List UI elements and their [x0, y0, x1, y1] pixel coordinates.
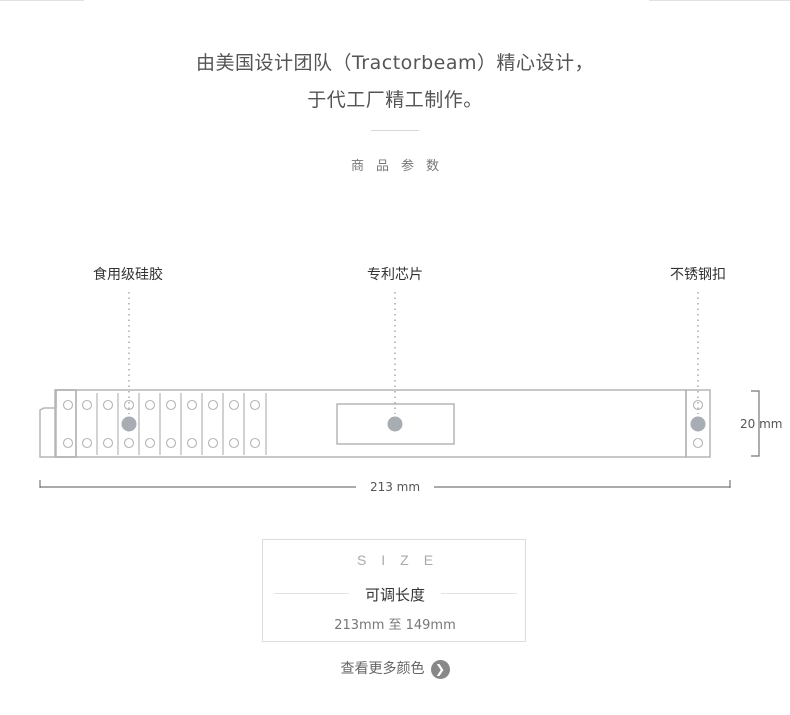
- section-divider: [371, 130, 419, 131]
- chevron-right-icon[interactable]: ❯: [430, 659, 450, 679]
- size-adjustable-label: 可调长度: [364, 586, 425, 604]
- adjustment-holes: [62, 399, 704, 449]
- marker-silicone: [121, 416, 137, 432]
- strap-keeper: [54, 389, 77, 458]
- strap-diagram: [39, 292, 760, 488]
- size-heading: SIZE: [356, 552, 449, 568]
- height-bracket: [751, 390, 760, 457]
- size-card: SIZE 可调长度 213mm 至 149mm: [262, 539, 526, 642]
- height-dimension-label: 20 mm: [740, 417, 783, 431]
- hole-segment-dividers: [96, 393, 267, 455]
- more-colors-label[interactable]: 查看更多颜色: [340, 661, 425, 677]
- feature-markers: [121, 416, 706, 432]
- feature-label-buckle: 不锈钢扣: [670, 267, 726, 283]
- marker-buckle: [690, 416, 706, 432]
- more-colors-link[interactable]: 查看更多颜色 ❯: [0, 658, 790, 679]
- feature-label-chip: 专利芯片: [367, 267, 423, 283]
- spec-section-title: 商品参数: [350, 159, 451, 174]
- buckle-plate: [685, 389, 711, 458]
- size-rule-left: [274, 593, 349, 594]
- length-dimension-line: [39, 480, 731, 488]
- chip-window: [336, 403, 455, 445]
- intro-line-2: 于代工厂精工制作。: [307, 89, 483, 111]
- size-rule-right: [441, 593, 517, 594]
- marker-chip: [387, 416, 403, 432]
- top-rule-right: [649, 0, 790, 1]
- intro-line-1: 由美国设计团队（Tractorbeam）精心设计，: [195, 52, 594, 74]
- size-range-value: 213mm 至 149mm: [334, 618, 456, 633]
- length-dimension-label: 213 mm: [360, 480, 430, 494]
- leader-lines: [128, 292, 699, 414]
- feature-label-silicone: 食用级硅胶: [93, 267, 163, 283]
- top-rule-left: [0, 0, 84, 1]
